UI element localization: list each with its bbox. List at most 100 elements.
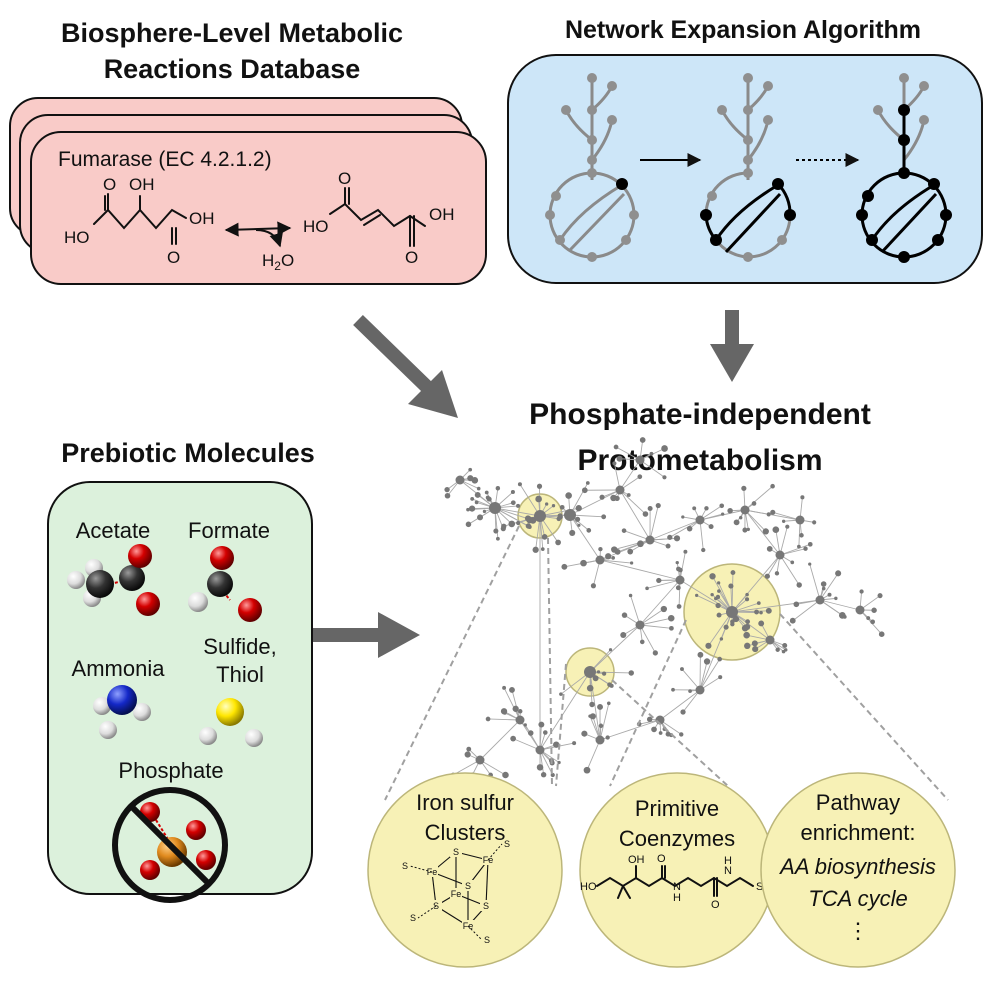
fumarate-structure: O HO OH O (303, 169, 455, 267)
arrow-database-to-result (353, 314, 458, 418)
fes-atom-bg (430, 900, 442, 911)
callout-connectors (384, 525, 949, 801)
network-node (559, 692, 563, 696)
network-node (484, 490, 489, 495)
network-edge (519, 484, 541, 517)
thiol-model (199, 698, 263, 747)
network-node (781, 519, 786, 523)
result-title-line2: Protometabolism (577, 444, 822, 477)
network-hub-node (645, 535, 655, 545)
network-edge (809, 563, 821, 601)
network-hub-node (726, 606, 738, 618)
fumarate-o-top: O (338, 169, 351, 188)
coenzymes-label-line2: Coenzymes (619, 826, 735, 851)
network-edge (639, 624, 672, 629)
network-hub-node (475, 755, 485, 765)
network-node (592, 675, 599, 682)
fes-atom-bg (462, 920, 474, 931)
network-edge (639, 459, 665, 478)
network-node (797, 544, 801, 549)
enzyme-label: Fumarase (EC 4.2.1.2) (58, 148, 272, 171)
network-edge (649, 519, 701, 541)
pant-h2: H (724, 855, 732, 867)
acetate-model (67, 544, 160, 616)
sulfide-label-line2: Thiol (216, 662, 264, 687)
network-edge (744, 509, 781, 556)
network-node (575, 516, 581, 522)
network-node (516, 520, 521, 526)
network-node (827, 592, 832, 597)
network-hub-node (635, 455, 645, 465)
network-node (719, 503, 725, 509)
network-node (686, 525, 693, 532)
network-node (708, 524, 714, 530)
network-node (555, 539, 561, 546)
network-edge (649, 505, 659, 541)
network-node (774, 571, 780, 576)
network-node (751, 501, 757, 506)
network-edge (589, 671, 601, 741)
algorithm-title: Network Expansion Algorithm (565, 16, 921, 44)
network-node (692, 506, 697, 511)
malate-oh-top: OH (129, 175, 155, 194)
malate-ho-left: HO (64, 228, 90, 247)
expansion-graph-step3 (856, 73, 952, 263)
network-edge (819, 573, 839, 601)
network-node (649, 451, 654, 456)
network-node (782, 642, 788, 648)
network-edge (639, 579, 681, 626)
network-node (528, 730, 534, 736)
network-edge (731, 572, 734, 613)
pathway-label-line2: enrichment: (801, 820, 916, 845)
network-node (756, 601, 761, 605)
network-node (667, 614, 675, 622)
network-node (518, 709, 523, 714)
network-edge (744, 509, 767, 532)
network-node (589, 713, 596, 720)
prohibited-circle-icon (112, 787, 228, 903)
fumarate-ho-left: HO (303, 217, 329, 236)
network-edge (630, 595, 641, 626)
network-node (675, 560, 679, 565)
network-node (589, 701, 595, 708)
network-node (466, 507, 470, 512)
network-edge (744, 485, 773, 511)
network-node (467, 475, 474, 482)
pant-h1: H (673, 892, 681, 904)
network-node (476, 486, 481, 491)
malate-o-top: O (103, 175, 116, 194)
fes-ligand-sulfur: S (402, 861, 408, 871)
network-edge (539, 671, 591, 751)
network-edge (639, 624, 656, 654)
network-node (553, 741, 560, 748)
fes-sulfur-atom: S (453, 847, 459, 857)
network-node (669, 625, 674, 631)
network-node (877, 593, 883, 599)
network-node (465, 521, 472, 528)
network-edge (452, 759, 481, 776)
ammonia-label: Ammonia (72, 656, 166, 681)
network-edge (731, 599, 821, 613)
network-node (532, 546, 539, 553)
network-node (474, 491, 481, 498)
network-node (866, 616, 871, 621)
network-node (675, 536, 680, 541)
network-node (508, 520, 516, 528)
network-node (512, 705, 519, 712)
network-highlights (517, 493, 781, 697)
network-node (538, 721, 545, 728)
network-node (754, 609, 759, 615)
callout-pathway: Pathway enrichment: AA biosynthesis TCA … (760, 772, 956, 968)
network-node (723, 624, 729, 630)
network-node (516, 503, 521, 508)
network-node (605, 553, 612, 560)
network-node (586, 684, 594, 692)
network-node (572, 741, 577, 746)
network-node (601, 671, 607, 676)
network-hub-node (675, 575, 685, 585)
network-node (590, 583, 597, 589)
network-node (732, 615, 740, 623)
network-node (730, 621, 735, 627)
network-node (468, 467, 473, 472)
network-node (739, 516, 743, 520)
